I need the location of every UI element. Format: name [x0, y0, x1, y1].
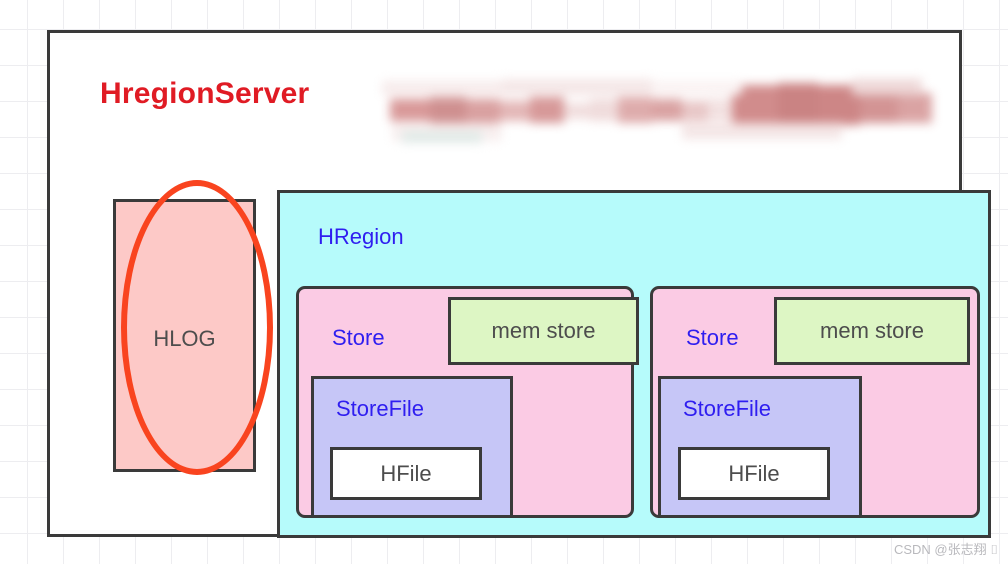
hfile-label: HFile [380, 460, 432, 486]
hfile-box: HFile [330, 447, 482, 500]
mem-store-box: mem store [448, 297, 639, 365]
hregionserver-container: HregionServer [47, 30, 991, 538]
mem-store-box: mem store [774, 297, 970, 365]
store-label: Store [686, 325, 739, 350]
page-title: HregionServer [100, 77, 310, 110]
hlog-highlight-ellipse [121, 180, 273, 475]
hregion-label: HRegion [318, 224, 404, 249]
csdn-watermark: CSDN @张志翔 ⌷ [893, 542, 998, 557]
hfile-label: HFile [728, 460, 780, 486]
store-file-box: StoreFile HFile [311, 376, 513, 518]
hfile-box: HFile [678, 447, 830, 500]
store-file-box: StoreFile HFile [658, 376, 862, 518]
store-file-label: StoreFile [683, 396, 772, 421]
store-file-label: StoreFile [336, 396, 425, 421]
mem-store-label: mem store [820, 318, 924, 343]
hregion-box: HRegion Store mem store StoreFile HFile … [277, 190, 991, 538]
mem-store-label: mem store [491, 318, 596, 343]
store-box-2: Store mem store StoreFile HFile [650, 286, 980, 518]
store-label: Store [332, 325, 385, 350]
store-box-1: Store mem store StoreFile HFile [296, 286, 639, 518]
redacted-text-blob [382, 75, 947, 147]
